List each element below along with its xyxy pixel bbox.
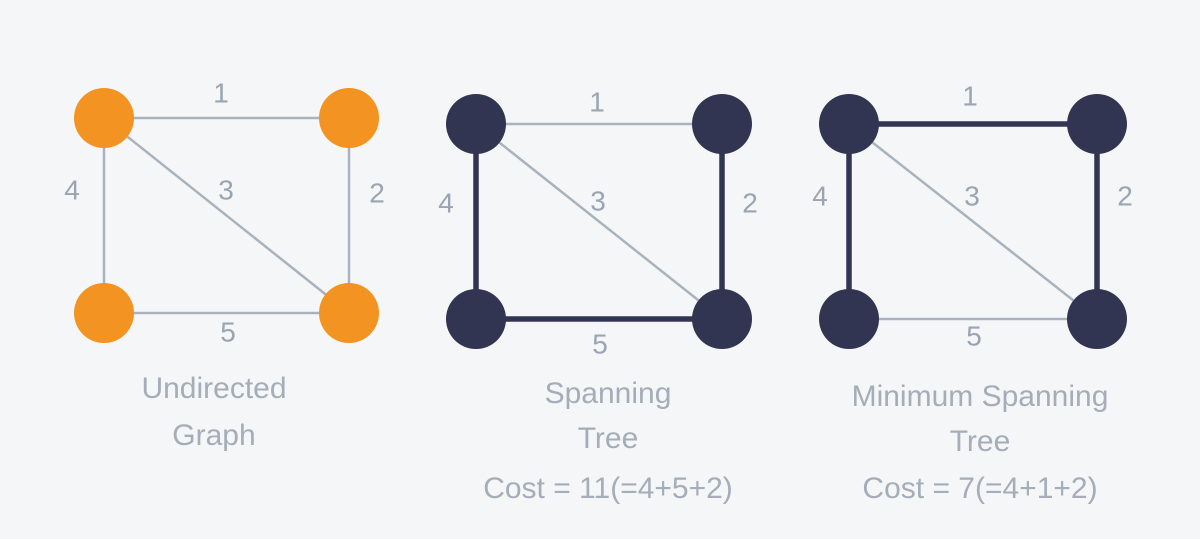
caption-line-2: Tree [950,425,1011,458]
edge-weight-top: 1 [213,77,229,108]
caption-line-1: Undirected [141,372,286,405]
node-bl [819,289,879,349]
caption-line-1: Minimum Spanning [852,380,1109,413]
edge-weight-right: 2 [1117,180,1133,211]
node-br [319,283,379,343]
node-tl [446,94,506,154]
edge-weight-bottom: 5 [592,328,608,359]
node-tr [1067,94,1127,154]
edge-weight-left: 4 [812,180,828,211]
caption-line-3: Cost = 7(=4+1+2) [862,472,1097,505]
edge-weight-diagonal: 3 [218,174,234,205]
edge-weight-top: 1 [589,86,605,117]
caption-line-2: Graph [172,419,255,452]
node-br [1067,289,1127,349]
caption-line-1: Spanning [545,377,672,410]
node-tl [74,88,134,148]
edge-diagonal [102,116,351,315]
edge-weight-diagonal: 3 [590,185,606,216]
node-bl [446,289,506,349]
edge-weight-bottom: 5 [966,320,982,351]
node-tl [819,94,879,154]
edge-diagonal [474,122,724,321]
node-bl [74,283,134,343]
edge-weight-right: 2 [369,177,385,208]
edge-diagonal [847,122,1099,321]
edge-weight-left: 4 [64,174,80,205]
edge-weight-left: 4 [438,187,454,218]
caption-line-2: Tree [578,422,639,455]
node-tr [319,88,379,148]
node-br [692,289,752,349]
edge-weight-right: 2 [742,187,758,218]
caption-line-3: Cost = 11(=4+5+2) [483,472,733,505]
edge-weight-diagonal: 3 [964,180,980,211]
edge-weight-top: 1 [962,80,978,111]
edge-weight-bottom: 5 [220,316,236,347]
node-tr [692,94,752,154]
